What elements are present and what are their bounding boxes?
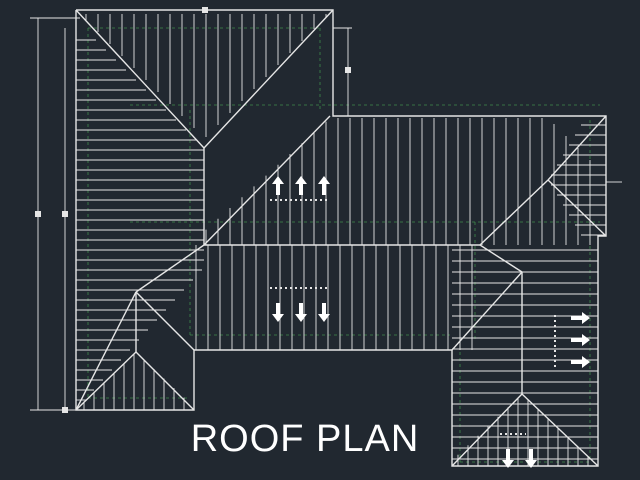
slope-arrow-right bbox=[571, 334, 590, 346]
slope-arrow-down bbox=[525, 449, 537, 468]
slope-arrow-down bbox=[295, 303, 307, 322]
arrow-shape bbox=[318, 303, 330, 322]
arrow-shape bbox=[295, 303, 307, 322]
arrow-shape bbox=[571, 334, 590, 346]
slope-arrow-down bbox=[272, 303, 284, 322]
arrow-shape bbox=[295, 176, 307, 195]
slope-arrow-up bbox=[272, 176, 284, 195]
hidden-wall-lines bbox=[87, 27, 600, 463]
ridge-line bbox=[521, 393, 599, 467]
arrow-shape bbox=[525, 449, 537, 468]
ridge-line bbox=[547, 115, 607, 181]
arrow-shape bbox=[571, 356, 590, 368]
slope-arrow-right bbox=[571, 312, 590, 324]
arrow-shape bbox=[272, 303, 284, 322]
dimension-tick bbox=[62, 211, 68, 217]
slope-arrows bbox=[272, 176, 590, 468]
slope-arrow-up bbox=[318, 176, 330, 195]
ridge-and-hip-lines bbox=[75, 9, 607, 467]
ridge-line bbox=[75, 351, 137, 411]
drawing-title: ROOF PLAN bbox=[190, 418, 420, 460]
ridge-line bbox=[75, 291, 137, 411]
slope-arrow-down bbox=[318, 303, 330, 322]
ridge-line bbox=[203, 115, 331, 246]
ridge-line bbox=[479, 244, 523, 273]
ridge-line bbox=[75, 9, 205, 149]
ridge-line bbox=[479, 179, 549, 246]
slope-arrow-right bbox=[571, 356, 590, 368]
arrow-shape bbox=[272, 176, 284, 195]
arrow-shape bbox=[318, 176, 330, 195]
ridge-line bbox=[451, 393, 523, 467]
arrow-shape bbox=[502, 449, 514, 468]
dimension-tick bbox=[345, 67, 351, 73]
dimension-tick bbox=[62, 407, 68, 413]
ridge-line bbox=[203, 9, 334, 149]
ridge-line bbox=[547, 179, 607, 237]
dimension-tick bbox=[35, 211, 41, 217]
slope-arrow-down bbox=[502, 449, 514, 468]
ridge-line bbox=[135, 244, 205, 293]
ridge-line bbox=[135, 351, 195, 411]
dimension-tick bbox=[202, 7, 208, 13]
slope-arrow-up bbox=[295, 176, 307, 195]
ridge-line bbox=[135, 291, 195, 351]
ridge-line bbox=[451, 271, 523, 351]
arrow-shape bbox=[571, 312, 590, 324]
dimension-lines bbox=[30, 7, 622, 435]
